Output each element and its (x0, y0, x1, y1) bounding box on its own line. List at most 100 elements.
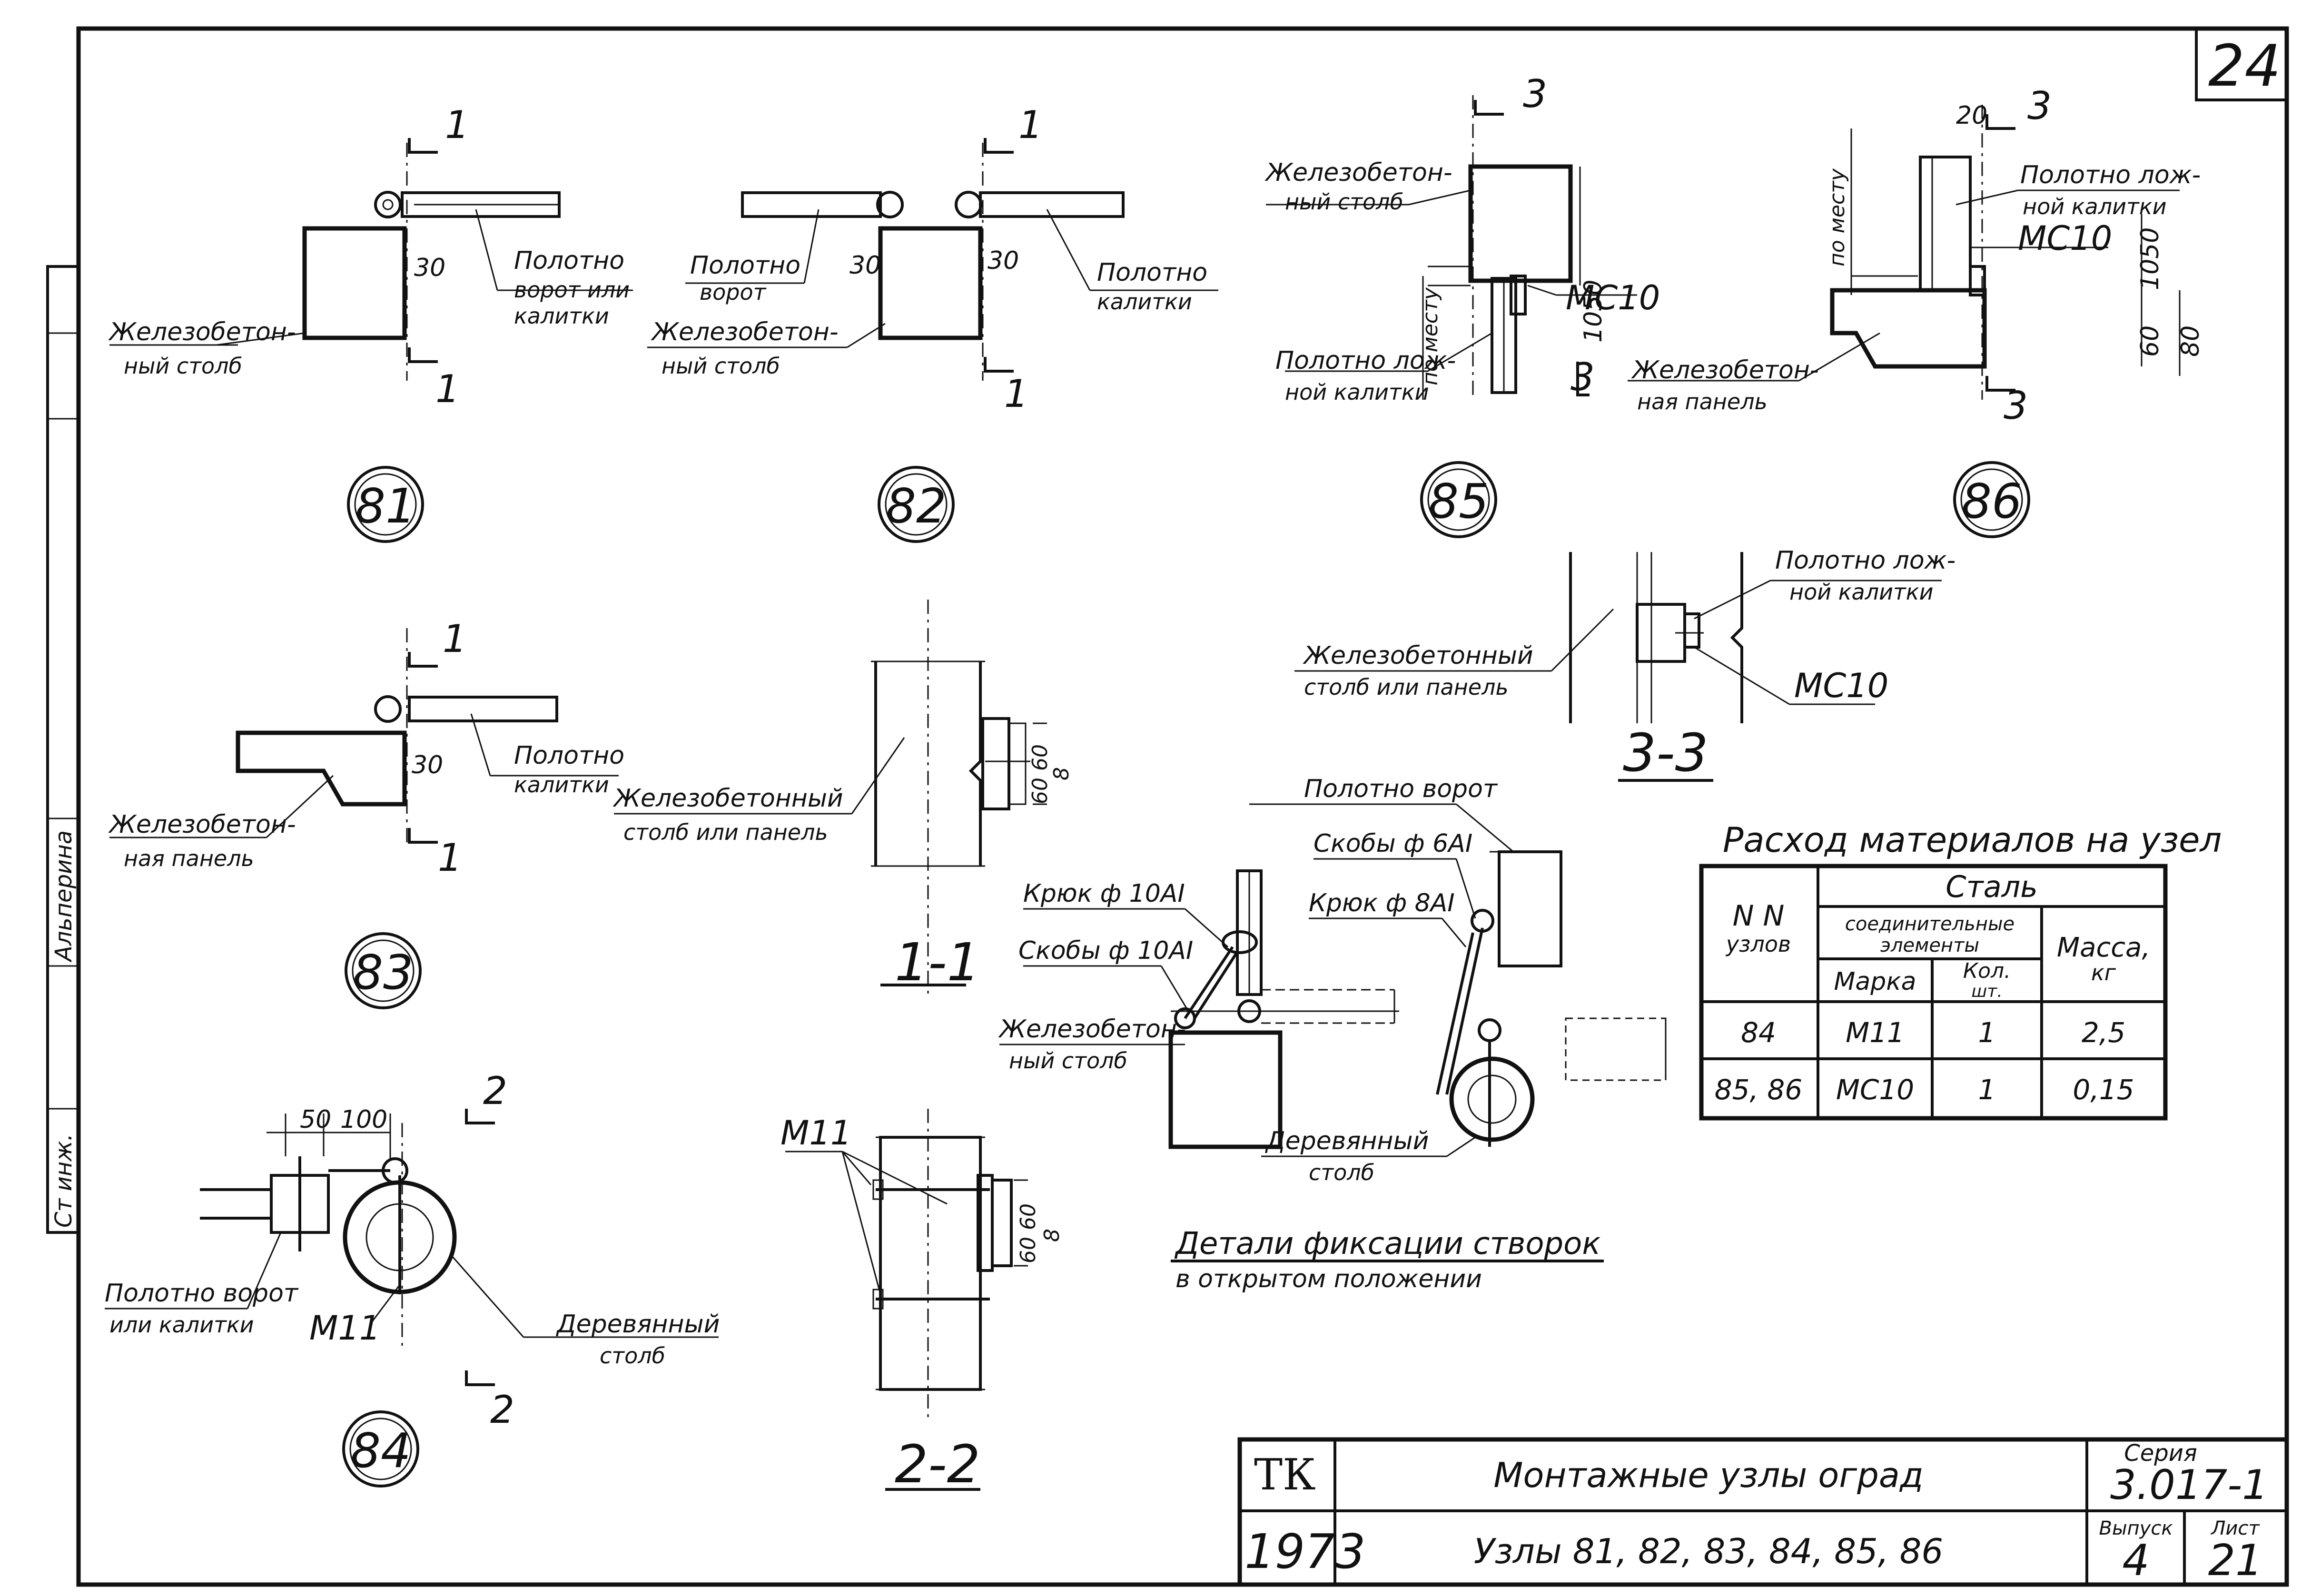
table-header-mark: Марка (1834, 967, 1916, 996)
section-title-2-2: 2-2 (895, 1434, 980, 1495)
label-mc10-33: МС10 (1794, 666, 1888, 705)
table-cell-mark: М11 (1846, 1016, 1905, 1049)
title-block (1237, 1437, 2289, 1587)
label-rc-column-detail-1: Железобетон- (998, 1015, 1186, 1044)
table-cell-qty: 1 (1978, 1016, 1996, 1049)
node-84-drawing (105, 1109, 719, 1386)
dim-80-86: 80 (2176, 325, 2205, 357)
label-rc-column-82-1: Железобетон- (651, 318, 839, 346)
material-table-title: Расход материалов на узел (1723, 820, 2222, 860)
label-rc-column-detail-2: ный столб (1009, 1048, 1127, 1074)
dim-30-left-82: 30 (849, 251, 881, 280)
label-hook-8: Крюк ф 8АI (1309, 889, 1455, 917)
dim-1050-85: 1050 (1579, 280, 1608, 343)
material-table (1699, 864, 2168, 1121)
label-rc-column-33-2: столб или панель (1304, 674, 1509, 700)
section-2-2-drawing (785, 1109, 1028, 1491)
label-false-wicket-33-2: ной калитки (1789, 579, 1933, 605)
dim-1050-86: 1050 (2136, 227, 2164, 290)
label-rc-column-11-2: столб или панель (623, 819, 828, 845)
section-mark-3-top-86: 3 (2027, 84, 2052, 128)
label-rc-column-85-2: ный столб (1285, 189, 1403, 215)
table-cell-nodes: 85, 86 (1715, 1074, 1802, 1106)
dim-100-84: 100 (340, 1105, 387, 1134)
dim-6060-22: 60 60 (1016, 1203, 1040, 1263)
section-mark-1-top-82: 1 (1018, 103, 1043, 147)
dim-8-11: 8 (1049, 767, 1074, 780)
node-85-drawing (1266, 95, 1637, 400)
table-header-nodes-1: N N (1733, 899, 1785, 933)
dim-30-83: 30 (412, 751, 443, 779)
fixation-details-drawing (999, 803, 1667, 1262)
page-number: 24 (2208, 33, 2281, 99)
label-brackets-6: Скобы ф 6АI (1314, 829, 1472, 858)
dim-30-right-82: 30 (988, 246, 1019, 275)
label-gate-82-1: Полотно (690, 251, 800, 280)
label-wood-column-detail-2: столб (1309, 1160, 1374, 1185)
title-block-org: ТК (1254, 1450, 1316, 1500)
title-block-series: 3.017-1 (2110, 1461, 2268, 1509)
table-header-nodes-2: узлов (1725, 931, 1791, 957)
title-block-title: Монтажные узлы оград (1493, 1455, 1923, 1495)
label-wicket-82-2: калитки (1097, 289, 1192, 315)
node-85-badge: 85 (1420, 461, 1497, 538)
node-82-drawing (647, 138, 1218, 381)
label-leaf-81-3: калитки (514, 303, 609, 329)
label-wicket-82-1: Полотно (1097, 258, 1207, 287)
label-hook-10: Крюк ф 10АI (1023, 879, 1185, 908)
dim-8-22: 8 (1040, 1229, 1064, 1242)
node-86-number: 86 (1961, 473, 2022, 529)
label-rc-column-11-1: Железобетонный (612, 784, 843, 813)
title-block-year: 1973 (1244, 1524, 1366, 1579)
table-cell-mass: 2,5 (2082, 1016, 2125, 1049)
label-rc-column-85-1: Железобетон- (1264, 158, 1452, 187)
section-title-3-3: 3-3 (1623, 722, 1709, 783)
label-false-wicket-85-1: Полотно лож- (1275, 346, 1456, 375)
dim-6060-11: 60 60 (1028, 744, 1052, 804)
title-block-sheet-label: Лист (2210, 1517, 2260, 1539)
section-mark-1-bottom-82: 1 (1004, 372, 1028, 416)
dim-30: 30 (414, 254, 445, 282)
table-header-mass-1: Масса, (2057, 932, 2150, 963)
node-84-badge: 84 (342, 1410, 419, 1488)
node-82-number: 82 (886, 478, 946, 534)
label-wicket-83-2: калитки (514, 772, 609, 798)
section-1-1-drawing (614, 600, 1047, 999)
table-cell-mark: МС10 (1836, 1074, 1914, 1106)
label-leaf-84-1: Полотно ворот (105, 1279, 299, 1308)
label-false-wicket-85-2: ной калитки (1285, 379, 1429, 405)
detail-title-1: Детали фиксации створок (1174, 1226, 1600, 1261)
table-cell-qty: 1 (1978, 1074, 1996, 1106)
label-rc-panel-86-1: Железобетон- (1631, 356, 1819, 384)
title-block-sheet: 21 (2208, 1536, 2263, 1586)
label-mc10-86: МС10 (2018, 219, 2112, 258)
section-mark-1-bottom-83: 1 (438, 836, 462, 880)
label-rc-panel-83-1: Железобетон- (108, 810, 296, 839)
section-mark-3-bottom-86: 3 (2004, 384, 2028, 428)
stamp-role: Ст инж. (50, 1133, 77, 1228)
section-3-3-drawing (1294, 552, 1942, 782)
table-header-qty-2: шт. (1971, 982, 2002, 1001)
node-81-drawing (109, 138, 633, 381)
node-86-badge: 86 (1953, 461, 2030, 538)
label-false-wicket-86-2: ной калитки (2023, 194, 2166, 219)
dim-60-86: 60 (2136, 325, 2164, 357)
section-mark-2-top-84: 2 (483, 1069, 507, 1113)
dim-50-84: 50 (300, 1105, 331, 1134)
section-mark-3-top-85: 3 (1523, 72, 1547, 116)
table-row: 85, 86 МС10 1 0,15 (1715, 1074, 2134, 1106)
label-rc-panel-83-2: ная панель (124, 846, 254, 871)
title-block-series-label: Серия (2124, 1440, 2197, 1467)
label-rc-column-33-1: Железобетонный (1303, 641, 1533, 670)
label-leaf-84-2: или калитки (109, 1312, 254, 1338)
title-block-issue-label: Выпуск (2099, 1517, 2173, 1539)
label-rc-column-82-2: ный столб (662, 353, 780, 379)
label-wood-column-84-2: столб (600, 1343, 665, 1369)
left-stamp-strip: Альперина Ст инж. (46, 265, 80, 1234)
section-mark-3-bottom-85: 3 (1570, 355, 1595, 399)
label-m11-22: М11 (780, 1113, 851, 1153)
label-gate-82-2: ворот (700, 279, 767, 305)
node-83-number: 83 (353, 945, 413, 1000)
table-cell-nodes: 84 (1741, 1016, 1776, 1049)
